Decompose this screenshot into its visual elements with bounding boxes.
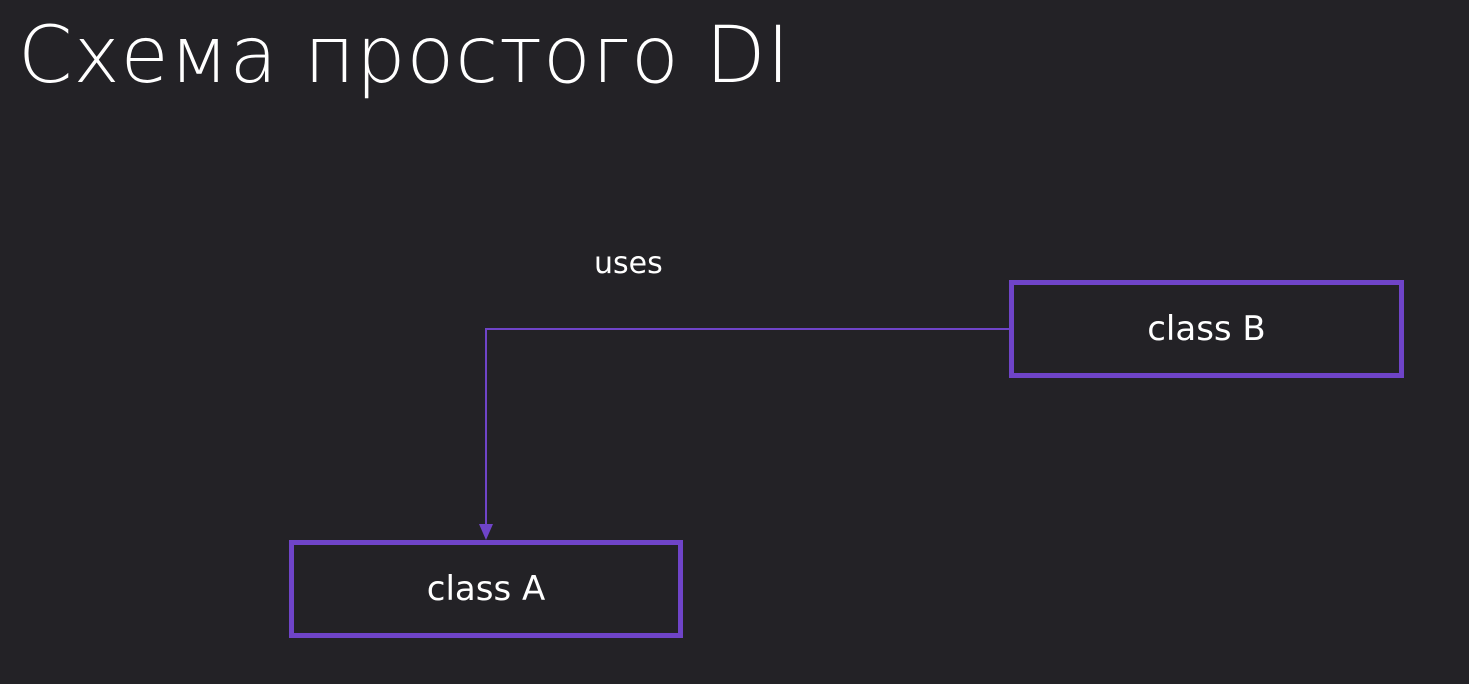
node-class-b: class B bbox=[1009, 280, 1404, 378]
slide-title: Схема простого DI bbox=[18, 11, 791, 101]
node-label-class-a: class A bbox=[426, 569, 546, 609]
edge-label-uses: uses bbox=[594, 246, 663, 281]
uses-arrow-line bbox=[485, 328, 1009, 526]
arrowhead-icon bbox=[479, 524, 493, 540]
node-label-class-b: class B bbox=[1147, 309, 1266, 349]
node-class-a: class A bbox=[289, 540, 683, 638]
